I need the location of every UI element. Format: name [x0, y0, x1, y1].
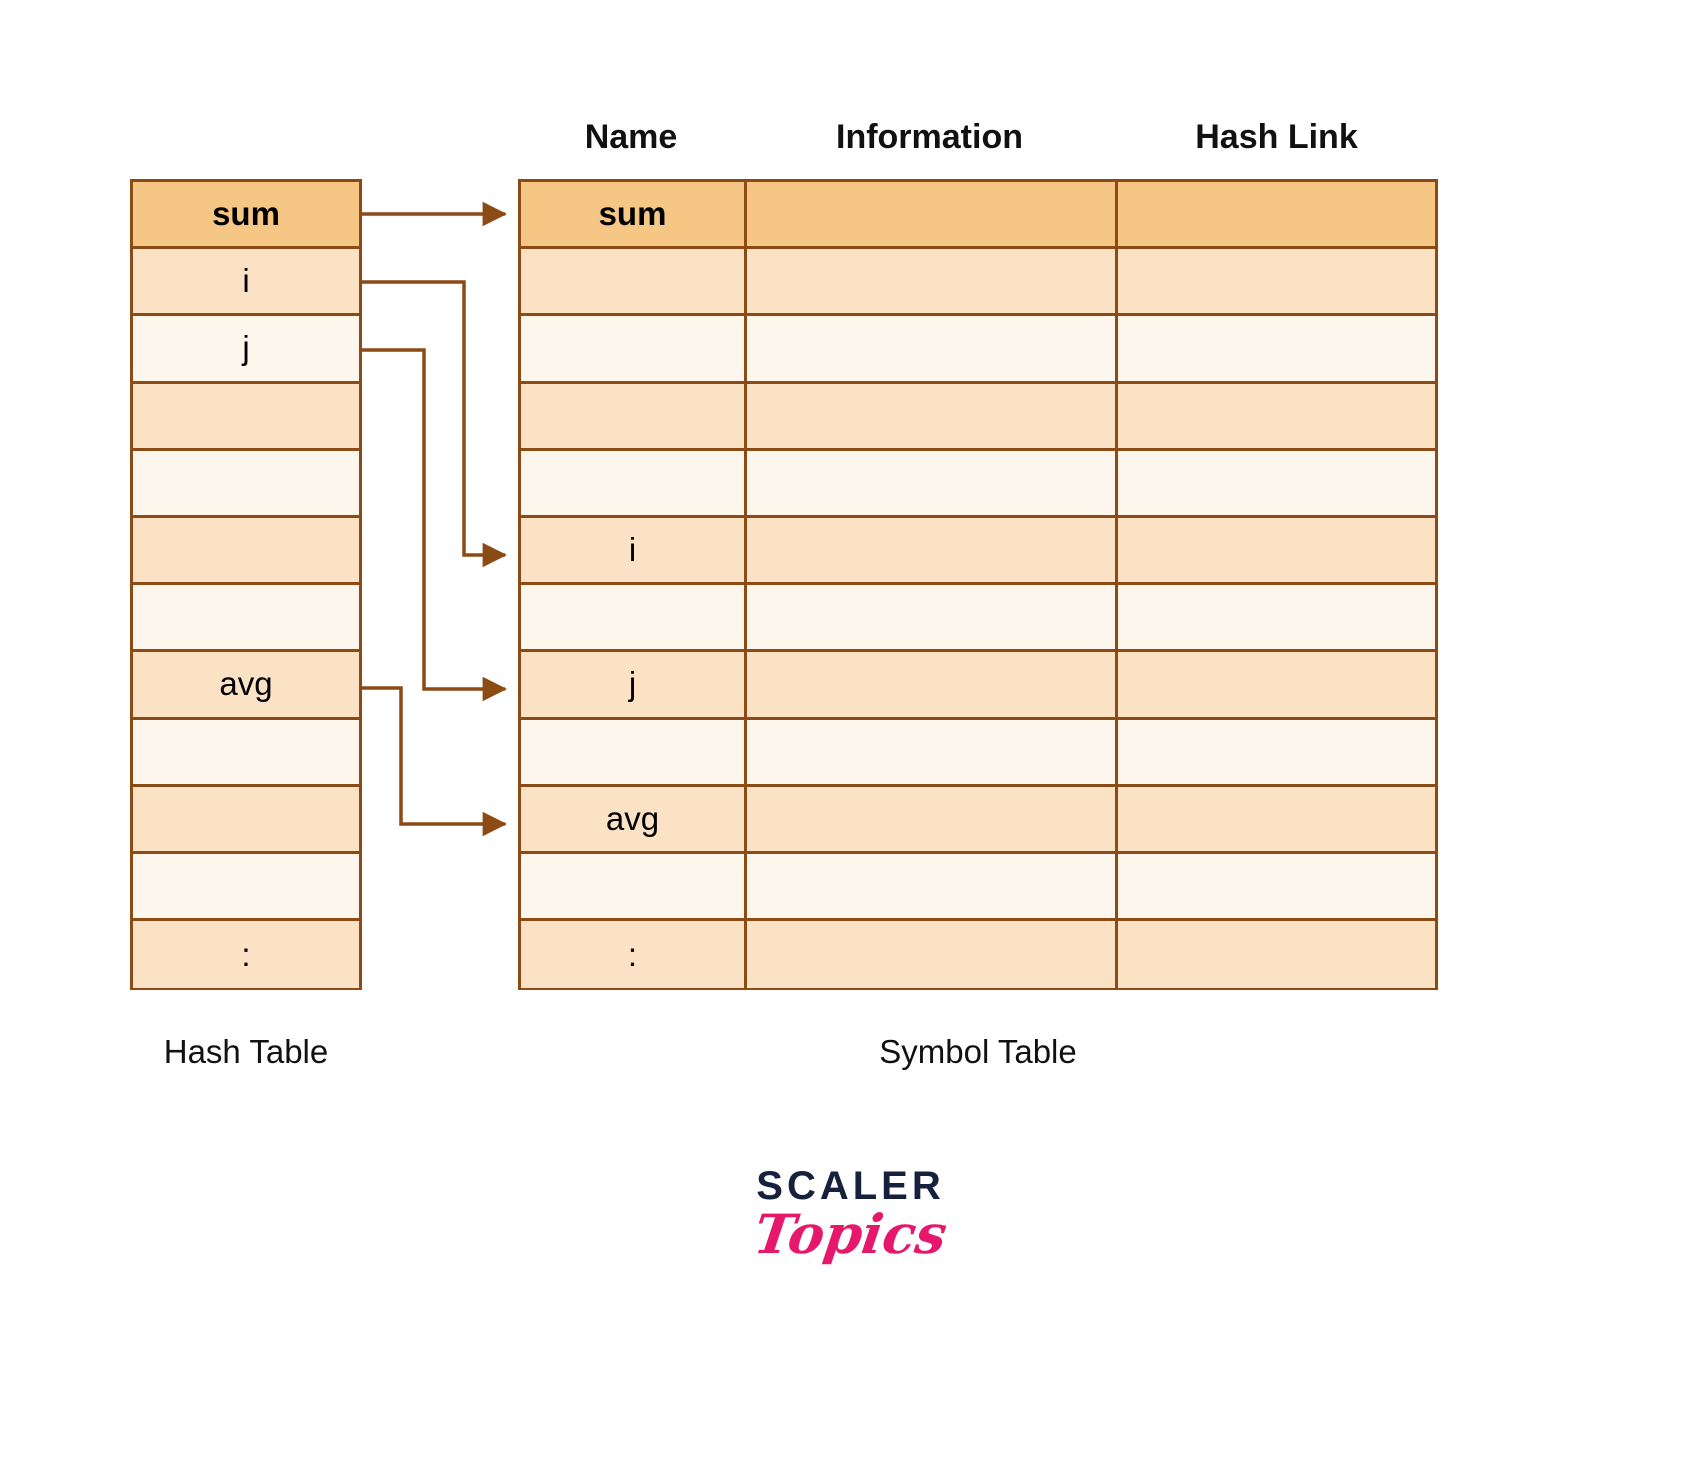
table-row[interactable] [521, 853, 1435, 922]
hash-slot-label [133, 585, 359, 649]
symbol-name-cell: : [521, 921, 747, 989]
table-row[interactable]: sum [133, 182, 359, 250]
symbol-hash-link-cell [1118, 652, 1435, 716]
table-row[interactable] [521, 383, 1435, 451]
hash-slot-label [133, 451, 359, 515]
table-row[interactable]: i [521, 517, 1435, 586]
column-header-information: Information [836, 118, 1023, 156]
symbol-hash-link-cell [1118, 451, 1435, 515]
hash-slot-label [133, 384, 359, 448]
symbol-name-cell [521, 585, 747, 650]
table-row[interactable] [133, 853, 359, 922]
logo-primary-text: SCALER [756, 1164, 945, 1208]
symbol-name-cell [521, 450, 747, 515]
symbol-hash-link-cell [1118, 249, 1435, 313]
table-row[interactable]: : [521, 921, 1435, 989]
symbol-hash-link-cell [1118, 854, 1435, 918]
connector-j [362, 348, 508, 702]
symbol-table: sum i [518, 179, 1438, 990]
connector-i [362, 280, 508, 568]
table-row[interactable] [133, 786, 359, 854]
table-row[interactable] [133, 383, 359, 451]
hash-slot-label: : [241, 935, 251, 973]
symbol-hash-link-cell [1118, 182, 1435, 246]
table-row[interactable]: sum [521, 182, 1435, 250]
symbol-table-caption: Symbol Table [879, 1033, 1077, 1070]
table-row[interactable] [521, 450, 1435, 518]
symbol-information-cell [747, 182, 1118, 247]
hash-slot-label [133, 787, 359, 851]
table-row[interactable]: j [521, 652, 1435, 720]
symbol-information-cell [747, 921, 1118, 989]
table-row[interactable] [521, 719, 1435, 787]
hash-table: sum i j avg : [130, 179, 362, 990]
hash-slot-label [133, 518, 359, 582]
hash-slot-label: i [242, 262, 250, 300]
table-row[interactable] [133, 719, 359, 787]
symbol-information-cell [747, 450, 1118, 515]
table-row[interactable] [521, 585, 1435, 653]
symbol-name-cell [521, 316, 747, 381]
symbol-information-cell [747, 786, 1118, 851]
symbol-name-cell [521, 719, 747, 784]
hash-slot-label [133, 720, 359, 784]
hash-table-caption: Hash Table [163, 1033, 329, 1070]
symbol-name-cell: avg [521, 786, 747, 851]
table-row[interactable] [133, 585, 359, 653]
table-row[interactable] [521, 249, 1435, 317]
column-header-name: Name [584, 118, 678, 156]
symbol-information-cell [747, 585, 1118, 650]
column-header-hash-link: Hash Link [1195, 118, 1358, 156]
table-row[interactable]: i [133, 249, 359, 317]
symbol-information-cell [747, 853, 1118, 919]
symbol-information-cell [747, 652, 1118, 717]
symbol-information-cell [747, 316, 1118, 381]
symbol-name-cell [521, 383, 747, 448]
hash-slot-label [133, 854, 359, 918]
scaler-topics-logo: SCALER Topics [0, 1164, 1701, 1266]
symbol-name-cell [521, 249, 747, 314]
symbol-hash-link-cell [1118, 518, 1435, 582]
table-row[interactable] [133, 450, 359, 518]
symbol-name-cell: i [521, 517, 747, 583]
symbol-name-cell: sum [521, 182, 747, 247]
symbol-information-cell [747, 383, 1118, 448]
symbol-hash-link-cell [1118, 787, 1435, 851]
symbol-information-cell [747, 517, 1118, 583]
hash-slot-label: sum [212, 195, 280, 233]
hash-slot-label: j [242, 329, 250, 367]
symbol-hash-link-cell [1118, 316, 1435, 380]
logo-secondary-text: Topics [750, 1202, 951, 1266]
table-row[interactable]: avg [133, 652, 359, 720]
symbol-hash-link-cell [1118, 585, 1435, 649]
table-row[interactable]: : [133, 921, 359, 989]
symbol-name-cell: j [521, 652, 747, 717]
symbol-hash-link-cell [1118, 720, 1435, 784]
symbol-hash-link-cell [1118, 384, 1435, 448]
symbol-information-cell [747, 249, 1118, 314]
symbol-hash-link-cell [1118, 921, 1435, 988]
table-row[interactable]: j [133, 316, 359, 384]
connector-avg [362, 686, 508, 837]
table-row[interactable] [521, 316, 1435, 384]
hash-slot-label: avg [219, 665, 273, 703]
symbol-information-cell [747, 719, 1118, 784]
table-row[interactable]: avg [521, 786, 1435, 854]
table-row[interactable] [133, 517, 359, 586]
symbol-name-cell [521, 853, 747, 919]
